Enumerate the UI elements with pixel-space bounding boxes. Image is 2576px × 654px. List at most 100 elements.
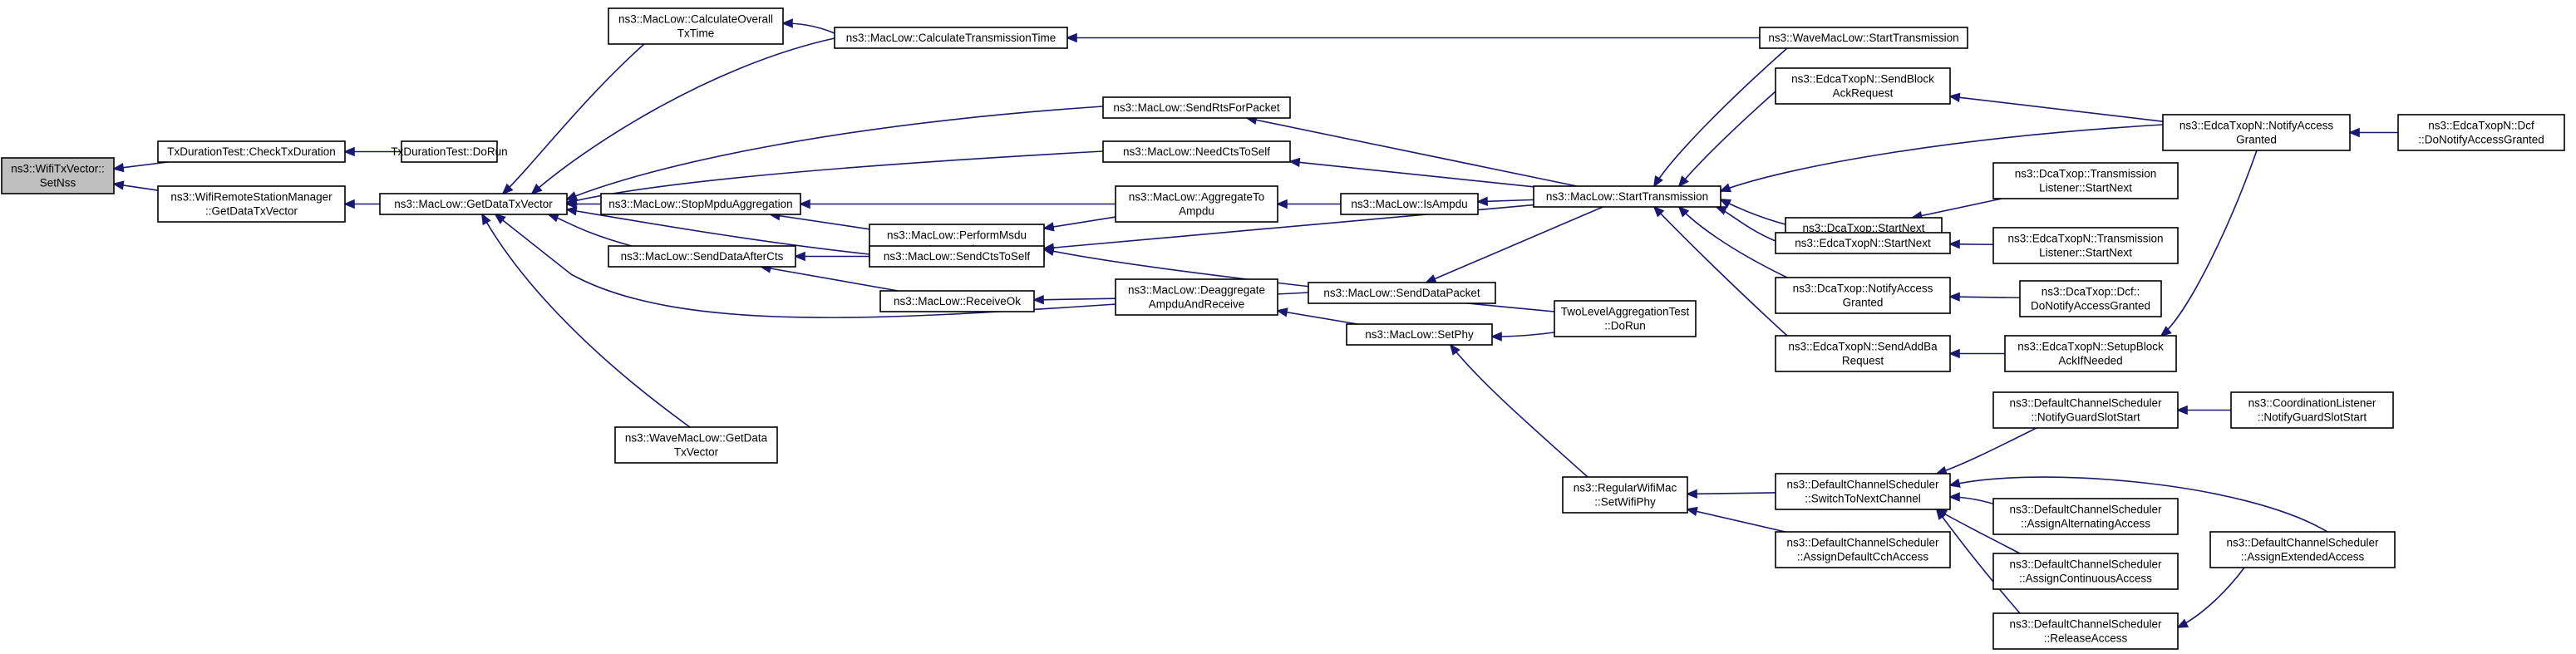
function-node[interactable]: ns3::DefaultChannelScheduler::SwitchToNe… bbox=[1775, 473, 1951, 510]
edge-arrowhead bbox=[1935, 508, 1947, 520]
edge-n22-to-n20 bbox=[1490, 332, 1555, 342]
edge-n31-to-n14 bbox=[1677, 205, 1788, 278]
edge-arrowhead bbox=[1685, 506, 1698, 517]
node-box bbox=[1992, 227, 2179, 264]
function-node[interactable]: ns3::EdcaTxopN::Dcf::DoNotifyAccessGrant… bbox=[2397, 114, 2565, 151]
node-box bbox=[2004, 335, 2177, 372]
edge-n40-to-n41 bbox=[2176, 567, 2245, 628]
node-box bbox=[1775, 335, 1951, 372]
node-box bbox=[1115, 185, 1278, 223]
node-label-line: ns3::EdcaTxopN::SendBlock bbox=[1791, 73, 1934, 86]
call-nodes: ns3::WifiTxVector::SetNss TxDurationTest:… bbox=[1, 7, 2565, 650]
function-node[interactable]: ns3::MacLow::SetPhy bbox=[1346, 323, 1493, 346]
node-label-line: Granted bbox=[1843, 297, 1884, 309]
edge-line bbox=[1678, 91, 1776, 187]
node-box bbox=[1775, 277, 1951, 314]
node-label-line: ns3::MacLow::CalculateOverall bbox=[618, 13, 773, 26]
edge-arrowhead bbox=[1042, 222, 1055, 232]
node-label-line: ns3::CoordinationListener bbox=[2248, 397, 2377, 410]
edge-line bbox=[2177, 567, 2245, 628]
edge-n17-to-n15 bbox=[759, 263, 899, 292]
function-node[interactable]: ns3::MacLow::NeedCtsToSelf bbox=[1102, 140, 1291, 163]
function-node[interactable]: ns3::MacLow::StopMpduAggregation bbox=[600, 193, 801, 215]
edge-line bbox=[1716, 206, 1776, 242]
node-box bbox=[2162, 114, 2351, 151]
function-node[interactable]: TwoLevelAggregationTest::DoRun bbox=[1554, 300, 1697, 337]
function-node[interactable]: ns3::MacLow::StartTransmission bbox=[1533, 185, 1721, 208]
function-node[interactable]: ns3::DefaultChannelScheduler::AssignExte… bbox=[2209, 531, 2396, 568]
node-label-line: ns3::MacLow::GetDataTxVector bbox=[394, 198, 553, 210]
function-node[interactable]: ns3::DefaultChannelScheduler::NotifyGuar… bbox=[1992, 391, 2179, 429]
node-box bbox=[1992, 553, 2179, 590]
function-node[interactable]: ns3::DcaTxop::TransmissionListener::Star… bbox=[1992, 162, 2179, 199]
node-label-line: TxTime bbox=[677, 27, 715, 40]
node-label-line: Request bbox=[1842, 355, 1884, 367]
edge-n33-to-n14 bbox=[1652, 205, 1788, 337]
function-node[interactable]: TxDurationTest::DoRun bbox=[391, 140, 508, 163]
function-node[interactable]: ns3::DefaultChannelScheduler::AssignDefa… bbox=[1775, 531, 1951, 568]
function-node[interactable]: ns3::DefaultChannelScheduler::ReleaseAcc… bbox=[1992, 612, 2179, 650]
function-node[interactable]: ns3::MacLow::SendDataPacket bbox=[1308, 282, 1496, 304]
function-node[interactable]: ns3::DefaultChannelScheduler::AssignAlte… bbox=[1992, 498, 2179, 535]
node-box bbox=[1775, 531, 1951, 568]
edge-n14-to-n19 bbox=[1424, 206, 1603, 283]
edge-arrowhead bbox=[1948, 239, 1960, 249]
function-node[interactable]: ns3::MacLow::SendCtsToSelf bbox=[869, 245, 1045, 268]
node-label-line: ns3::MacLow::NeedCtsToSelf bbox=[1123, 145, 1270, 158]
edge-n21-to-n4 bbox=[480, 213, 691, 428]
edge-n12-to-n10 bbox=[798, 199, 1116, 209]
function-node[interactable]: ns3::DefaultChannelScheduler::AssignCont… bbox=[1992, 553, 2179, 590]
node-label-line: ns3::DcaTxop::NotifyAccess bbox=[1793, 283, 1933, 295]
function-node[interactable]: ns3::EdcaTxopN::StartNext bbox=[1775, 232, 1951, 254]
node-label-line: AckIfNeeded bbox=[2058, 355, 2122, 367]
function-node[interactable]: ns3::MacLow::IsAmpdu bbox=[1340, 193, 1479, 215]
function-node[interactable]: TxDurationTest::CheckTxDuration bbox=[157, 140, 346, 163]
function-node[interactable]: ns3::DcaTxop::NotifyAccessGranted bbox=[1775, 277, 1951, 314]
edge-line bbox=[1653, 206, 1788, 337]
edge-arrowhead bbox=[1677, 175, 1689, 188]
edge-arrowhead bbox=[342, 146, 355, 157]
function-node[interactable]: ns3::MacLow::SendRtsForPacket bbox=[1102, 96, 1291, 119]
function-node[interactable]: ns3::CoordinationListener::NotifyGuardSl… bbox=[2230, 391, 2394, 429]
node-box bbox=[401, 140, 498, 163]
function-node[interactable]: ns3::RegularWifiMac::SetWifiPhy bbox=[1562, 476, 1688, 514]
function-node[interactable]: ns3::WaveMacLow::GetDataTxVector bbox=[614, 426, 778, 464]
function-node[interactable]: ns3::MacLow::CalculateTransmissionTime bbox=[834, 27, 1068, 49]
node-label-line: ns3::MacLow::Deaggregate bbox=[1128, 284, 1265, 297]
node-label-line: ::AssignAlternatingAccess bbox=[2021, 518, 2150, 530]
function-node[interactable]: ns3::MacLow::GetDataTxVector bbox=[379, 193, 568, 215]
node-box bbox=[1346, 323, 1493, 346]
edge-line bbox=[1043, 216, 1116, 229]
edge-line bbox=[1246, 117, 1578, 187]
edge-n41-to-n37 bbox=[1935, 508, 2021, 614]
node-label-line: ::NotifyGuardSlotStart bbox=[2258, 411, 2367, 424]
node-label-line: ::DoRun bbox=[1604, 320, 1646, 332]
edge-arrowhead bbox=[798, 199, 810, 209]
function-node[interactable]: ns3::MacLow::ReceiveOk bbox=[879, 290, 1035, 312]
node-box bbox=[1115, 278, 1278, 316]
root-function-node[interactable]: ns3::WifiTxVector::SetNss bbox=[1, 157, 115, 194]
node-box bbox=[1759, 27, 1968, 49]
function-node[interactable]: ns3::EdcaTxopN::NotifyAccessGranted bbox=[2162, 114, 2351, 151]
node-box bbox=[2019, 280, 2162, 317]
node-label-line: ns3::RegularWifiMac bbox=[1574, 482, 1677, 494]
function-node[interactable]: ns3::WifiRemoteStationManager::GetDataTx… bbox=[157, 185, 346, 223]
function-node[interactable]: ns3::WaveMacLow::StartTransmission bbox=[1759, 27, 1968, 49]
function-node[interactable]: ns3::DcaTxop::Dcf::DoNotifyAccessGranted bbox=[2019, 280, 2162, 317]
node-label-line: ::AssignExtendedAccess bbox=[2241, 551, 2365, 563]
edge-n7-to-n14 bbox=[1652, 47, 1788, 188]
function-node[interactable]: ns3::EdcaTxopN::TransmissionListener::St… bbox=[1992, 227, 2179, 264]
function-node[interactable]: ns3::MacLow::SendDataAfterCts bbox=[608, 245, 796, 268]
node-label-line: ns3::MacLow::SendDataAfterCts bbox=[621, 250, 784, 263]
edge-line bbox=[770, 214, 870, 230]
edge-n16-to-n4 bbox=[564, 206, 870, 255]
edge-arrowhead bbox=[342, 199, 355, 209]
edge-n26-to-n25 bbox=[2347, 127, 2398, 138]
node-label-line: ns3::MacLow::IsAmpdu bbox=[1351, 198, 1467, 210]
